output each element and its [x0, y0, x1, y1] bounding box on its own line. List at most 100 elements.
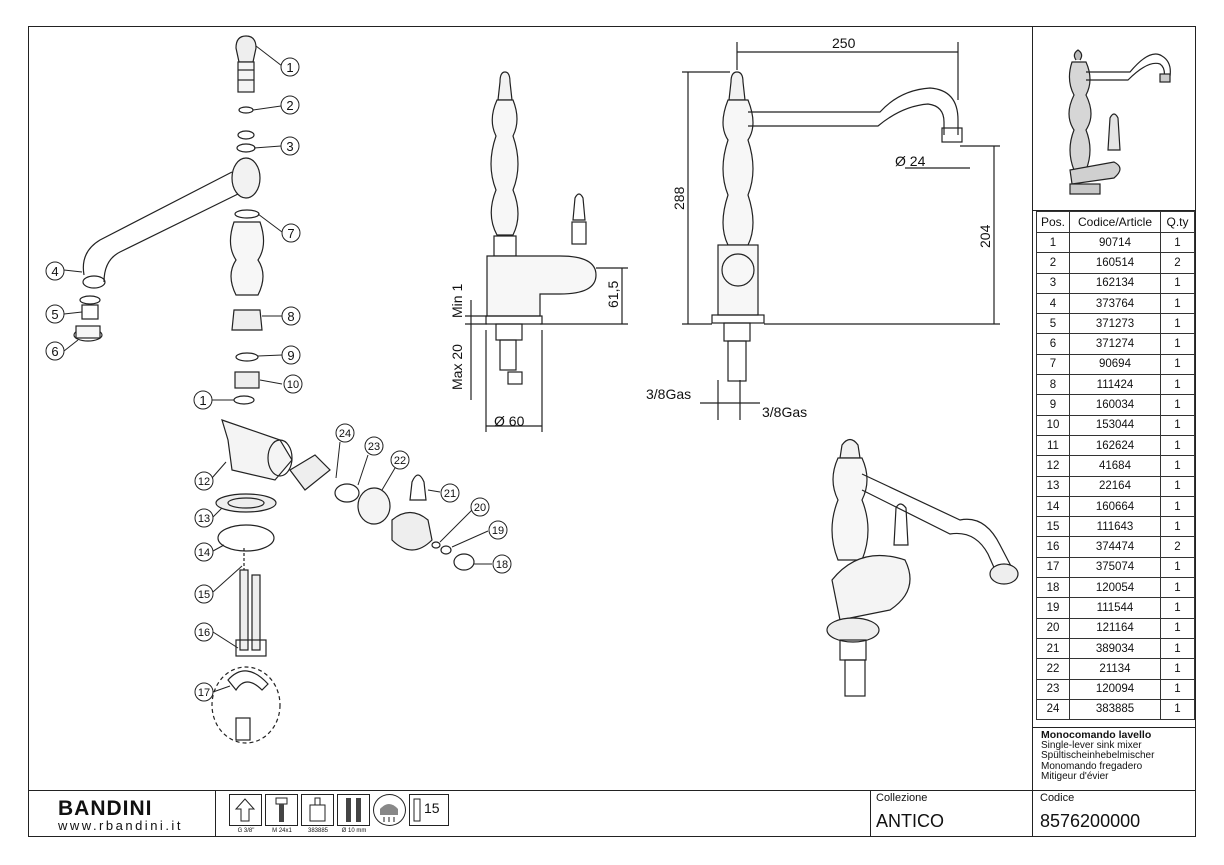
svg-text:24: 24	[339, 428, 351, 440]
drawing-sheet	[28, 26, 1196, 837]
svg-text:10: 10	[287, 379, 299, 391]
flex-hoses-icon	[337, 794, 370, 826]
collection-value: ANTICO	[876, 811, 945, 831]
pressure-value: 15	[424, 800, 440, 816]
svg-text:7: 7	[287, 226, 294, 241]
parts-cell-qty: 1	[1160, 374, 1195, 396]
product-name-en: Single-lever sink mixer	[1041, 739, 1142, 751]
parts-cell-qty: 1	[1160, 394, 1195, 416]
parts-cell-qty: 2	[1160, 252, 1195, 274]
parts-cell-code: 160664	[1069, 495, 1161, 518]
divider-footer-collection	[870, 790, 871, 837]
parts-cell-qty: 1	[1160, 333, 1195, 355]
callout-21: 21	[427, 483, 460, 503]
svg-text:1: 1	[286, 60, 293, 75]
parts-cell-pos: 20	[1036, 617, 1070, 639]
svg-text:13: 13	[198, 513, 210, 525]
product-name: Monocomando lavello	[1041, 729, 1152, 741]
product-name-es: Monomando fregadero	[1041, 760, 1143, 772]
dim-250: 250	[832, 35, 856, 51]
parts-cell-pos: 23	[1036, 678, 1070, 700]
callout-14: 14	[194, 542, 225, 562]
code-value: 8576200000	[1040, 811, 1141, 831]
collection-label: Collezione	[876, 792, 928, 804]
callout-20: 20	[439, 497, 490, 543]
dim-spout-dia: Ø 24	[895, 153, 926, 169]
callout-8: 8	[262, 306, 301, 326]
callout-16: 16	[194, 622, 239, 649]
hose-icon	[265, 794, 298, 826]
svg-text:2: 2	[286, 98, 293, 113]
parts-cell-code: 121164	[1069, 617, 1161, 639]
callout-13: 13	[194, 507, 223, 528]
callout-19: 19	[451, 520, 508, 548]
perspective-view	[826, 438, 1019, 697]
parts-cell-pos: 18	[1036, 577, 1070, 599]
parts-cell-code: 22164	[1069, 475, 1161, 497]
parts-cell-code: 41684	[1069, 455, 1161, 477]
svg-text:20: 20	[474, 502, 486, 514]
parts-cell-pos: 2	[1036, 252, 1070, 274]
parts-cell-qty: 1	[1160, 516, 1195, 538]
svg-text:3: 3	[286, 139, 293, 154]
cartridge-icon	[301, 794, 334, 826]
parts-cell-code: 111643	[1069, 516, 1161, 538]
parts-cell-pos: 21	[1036, 637, 1070, 660]
brand-website: www.rbandini.it	[58, 818, 183, 833]
parts-cell-code: 373764	[1069, 292, 1161, 315]
parts-cell-code: 162624	[1069, 434, 1161, 457]
parts-cell-pos: 4	[1036, 292, 1070, 315]
exploded-view	[73, 35, 475, 744]
divider-footer-brand	[215, 790, 216, 837]
svg-text:17: 17	[198, 687, 210, 699]
dim-gas-2: 3/8Gas	[762, 404, 807, 420]
callout-2: 2	[252, 95, 300, 115]
icon-caption-1: G 3/8"	[237, 828, 255, 834]
parts-cell-code: 160034	[1069, 394, 1161, 416]
parts-cell-pos: 3	[1036, 272, 1070, 294]
parts-cell-qty: 1	[1160, 353, 1195, 376]
dim-61-5: 61,5	[605, 281, 621, 308]
parts-cell-pos: 16	[1036, 536, 1070, 558]
parts-cell-qty: 1	[1160, 617, 1195, 639]
svg-text:9: 9	[287, 348, 294, 363]
parts-cell-code: 383885	[1069, 698, 1161, 721]
side-view	[465, 71, 628, 432]
parts-cell-code: 120094	[1069, 678, 1161, 700]
callout-11: 1	[193, 390, 234, 410]
parts-cell-pos: 13	[1036, 475, 1070, 497]
parts-cell-code: 160514	[1069, 252, 1161, 274]
parts-cell-pos: 12	[1036, 455, 1070, 477]
parts-cell-pos: 17	[1036, 556, 1070, 579]
callout-7: 7	[257, 213, 301, 243]
parts-cell-qty: 1	[1160, 678, 1195, 700]
dim-gas-1: 3/8Gas	[646, 386, 691, 402]
svg-text:15: 15	[198, 589, 210, 601]
parts-cell-pos: 5	[1036, 313, 1070, 335]
svg-text:19: 19	[492, 525, 504, 537]
parts-table-header: Pos. Codice/Article Q.ty	[1036, 211, 1195, 233]
parts-cell-qty: 1	[1160, 577, 1195, 599]
divider-table-desc	[1032, 727, 1196, 728]
svg-text:23: 23	[368, 441, 380, 453]
parts-cell-qty: 1	[1160, 313, 1195, 335]
callout-24: 24	[335, 423, 355, 479]
callout-12: 12	[194, 461, 227, 491]
header-pos: Pos.	[1036, 211, 1070, 233]
dim-288: 288	[671, 186, 687, 210]
